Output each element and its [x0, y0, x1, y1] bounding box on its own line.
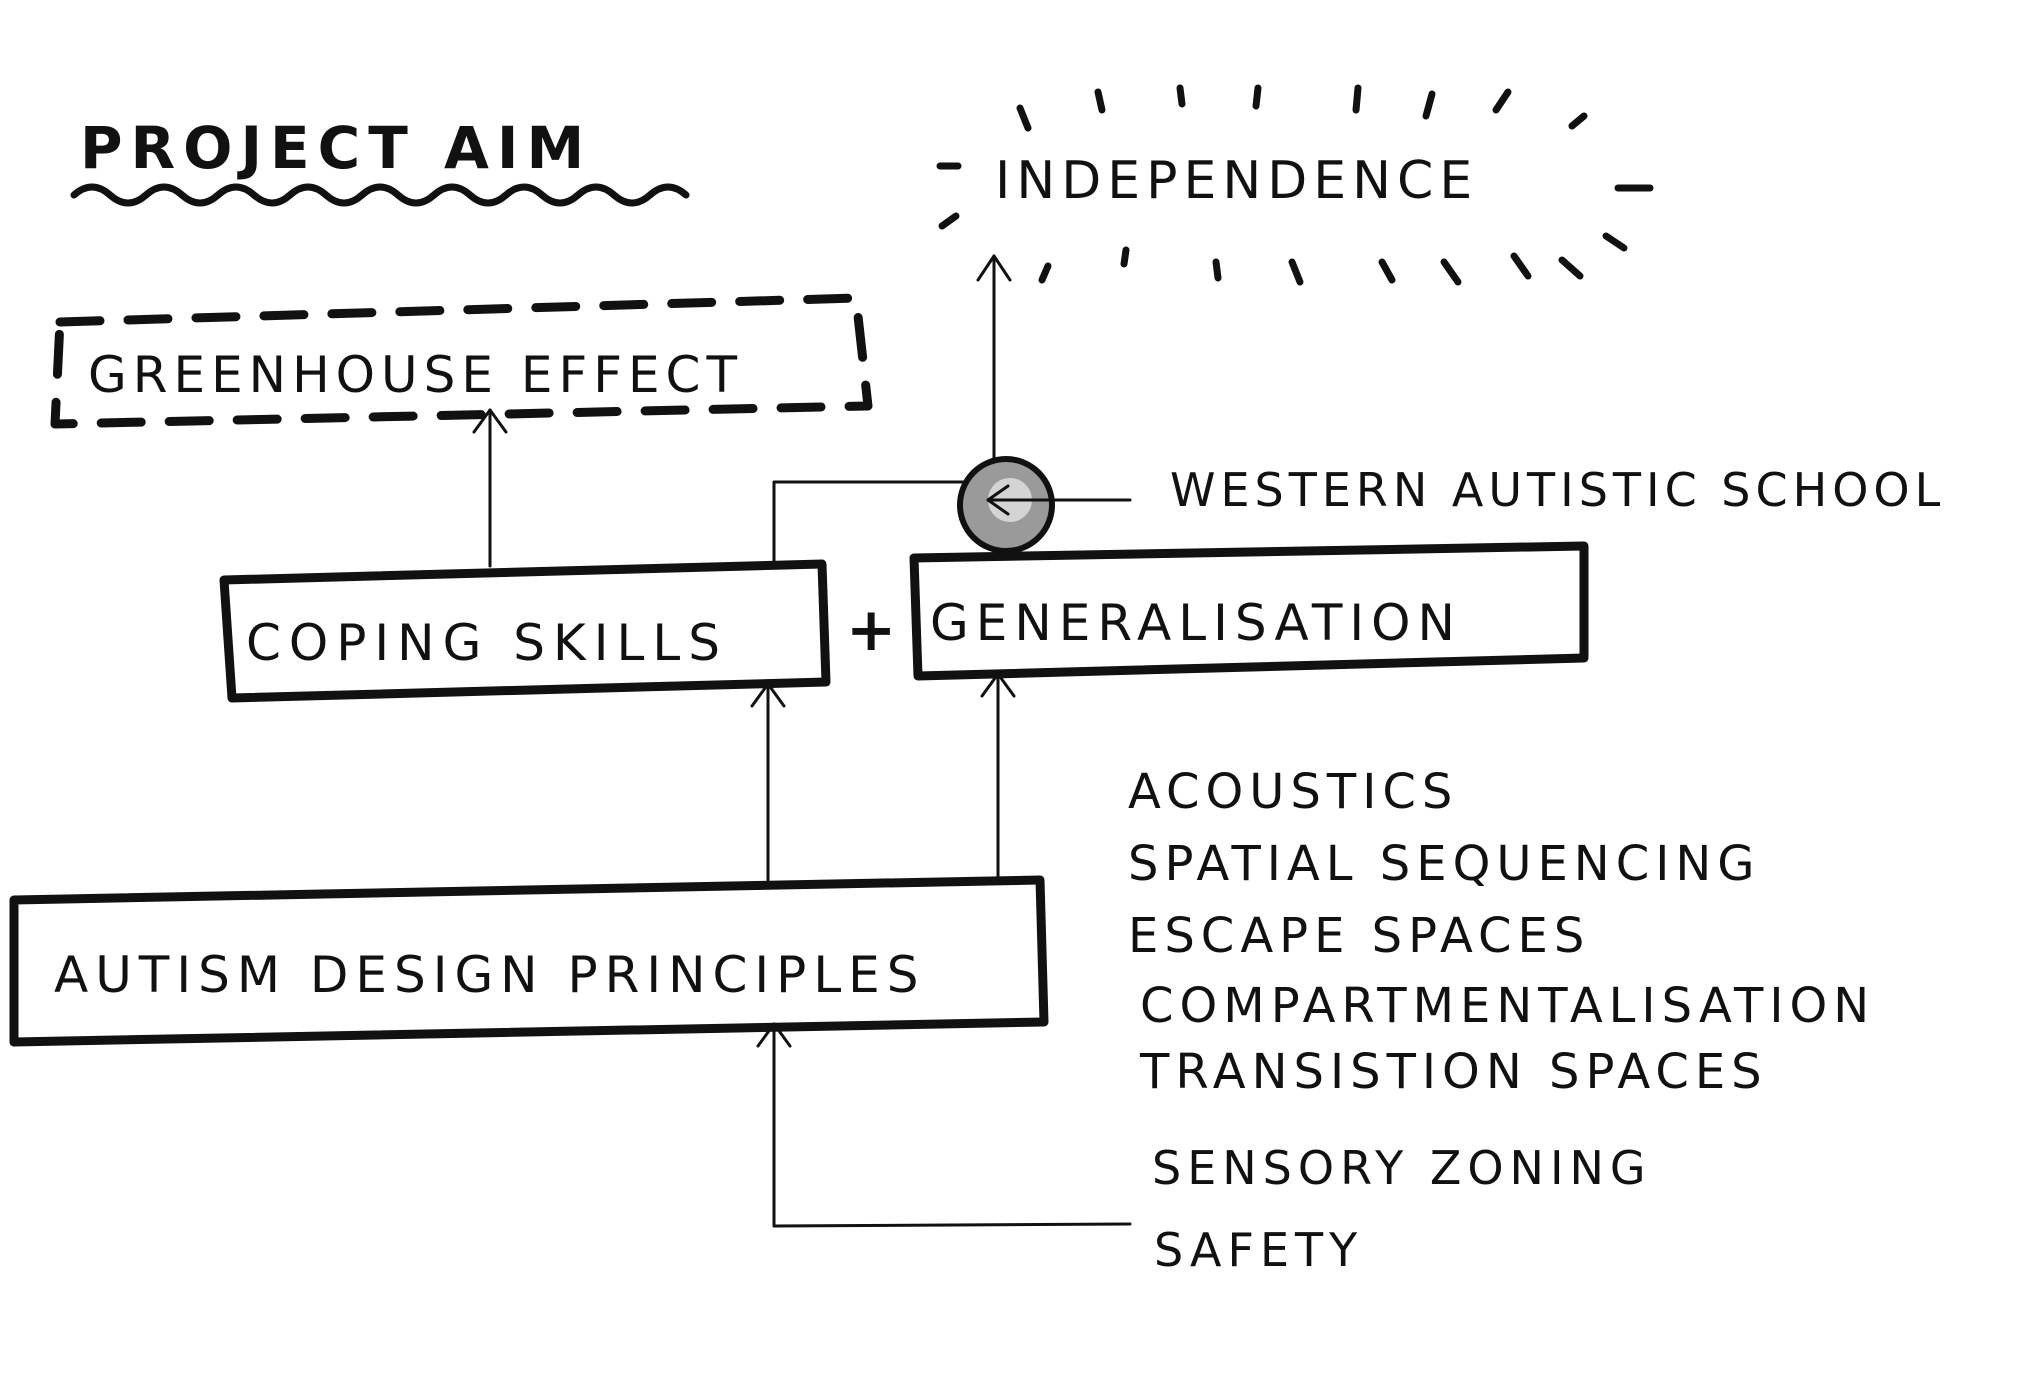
independence-label: INDEPENDENCE: [995, 151, 1478, 211]
principles-box-label: AUTISM DESIGN PRINCIPLES: [54, 946, 926, 1004]
principle-item: SAFETY: [1154, 1223, 1363, 1277]
principle-item: ACOUSTICS: [1128, 764, 1458, 820]
plus-sign: +: [846, 595, 896, 665]
western-school-label: WESTERN AUTISTIC SCHOOL: [1170, 463, 1945, 517]
arrow-school-to-node: [986, 484, 1132, 516]
independence-radiating-strokes: [936, 84, 1654, 286]
connector-coping-to-node: [772, 480, 992, 564]
principle-item: ESCAPE SPACES: [1128, 908, 1590, 964]
coping-skills-box: [219, 559, 831, 703]
greenhouse-label: GREENHOUSE EFFECT: [88, 346, 743, 404]
principles-list: ACOUSTICS SPATIAL SEQUENCING ESCAPE SPAC…: [1128, 764, 1875, 1277]
greenhouse-box: [50, 293, 873, 429]
principle-item: COMPARTMENTALISATION: [1140, 978, 1875, 1034]
arrow-coping-to-greenhouse: [472, 408, 508, 568]
arrow-list-to-principles: [756, 1022, 1132, 1228]
principle-item: SENSORY ZONING: [1152, 1141, 1652, 1195]
generalisation-label: GENERALISATION: [930, 594, 1462, 652]
principle-item: SPATIAL SEQUENCING: [1128, 836, 1760, 892]
title-label: PROJECT AIM: [80, 114, 592, 182]
arrow-principles-to-generalisation: [980, 672, 1016, 880]
principles-box: [9, 875, 1049, 1047]
coping-skills-label: COPING SKILLS: [246, 614, 728, 672]
generalisation-box: [909, 541, 1589, 681]
arrow-principles-to-coping: [750, 682, 786, 882]
title-wavy-underline: [70, 183, 690, 207]
principle-item: TRANSISTION SPACES: [1139, 1044, 1768, 1100]
